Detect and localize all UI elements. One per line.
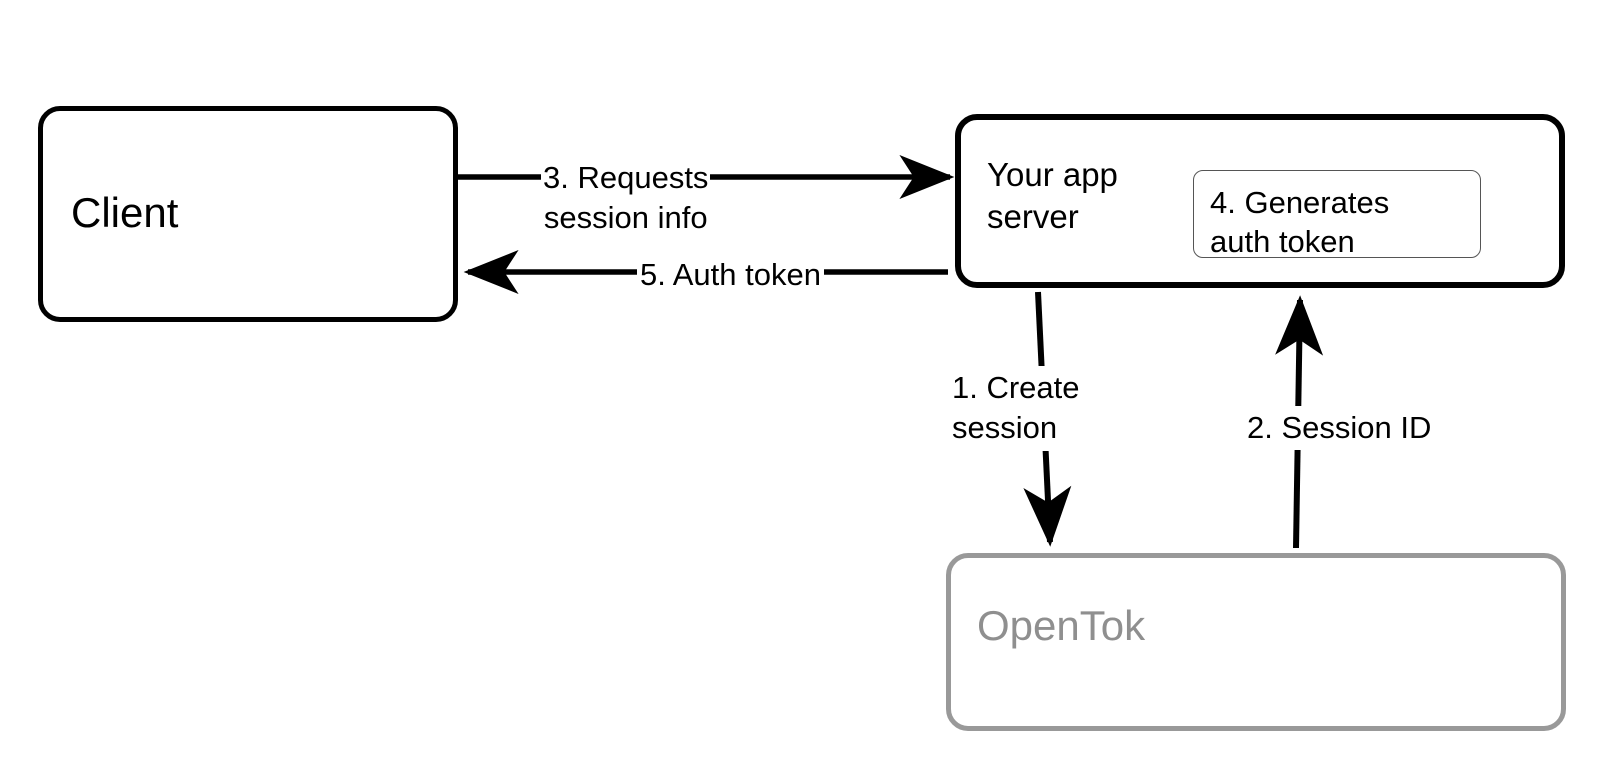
edge-label-session-id: 2. Session ID — [1243, 406, 1436, 451]
node-your-app-server-label: Your app server — [987, 156, 1118, 235]
node-client[interactable]: Client — [38, 106, 458, 322]
node-opentok-label: OpenTok — [977, 602, 1146, 649]
edge-label-create-session: 1. Create session — [948, 366, 1084, 451]
node-your-app-server[interactable]: Your app server 4. Generates auth token — [955, 114, 1565, 288]
node-client-label: Client — [71, 189, 179, 236]
edge-label-requests-session-info: 3. Requests session info — [541, 158, 711, 239]
node-opentok[interactable]: OpenTok — [946, 553, 1566, 731]
node-generates-auth-token-label: 4. Generates auth token — [1210, 185, 1390, 260]
node-generates-auth-token[interactable]: 4. Generates auth token — [1193, 170, 1481, 260]
edge-label-auth-token: 5. Auth token — [637, 255, 824, 296]
